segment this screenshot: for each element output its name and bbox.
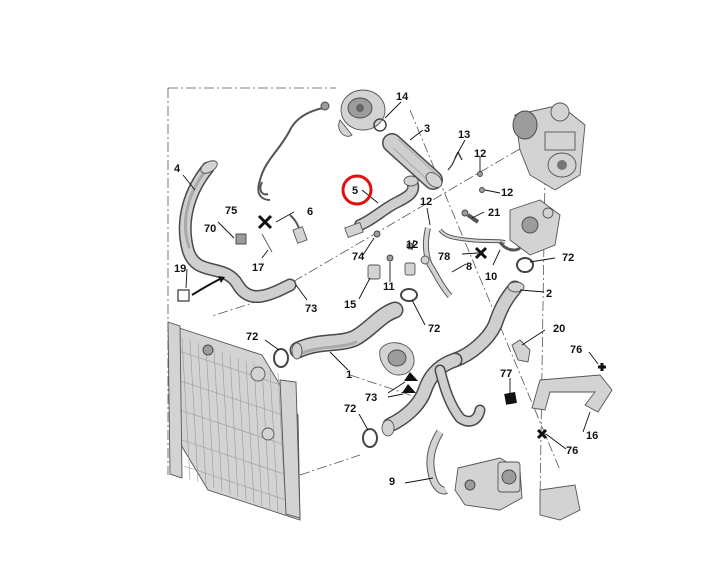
highlight-ring-part-5	[341, 174, 373, 206]
callout-1: 1	[346, 369, 352, 381]
bracket-16	[531, 374, 613, 413]
callout-5: 5	[352, 185, 358, 197]
callout-17: 17	[252, 262, 264, 274]
turbocharger-left	[338, 89, 387, 137]
pipe-9	[426, 429, 448, 495]
callout-20: 20	[553, 323, 565, 335]
callout-76-upper: 76	[570, 344, 582, 356]
callout-75: 75	[225, 205, 237, 217]
callout-9: 9	[389, 476, 395, 488]
hose-4	[178, 160, 297, 304]
callout-15: 15	[344, 299, 356, 311]
pipe-7	[420, 227, 453, 299]
callout-16: 16	[586, 430, 598, 442]
callout-77: 77	[500, 368, 512, 380]
callout-12-top: 12	[474, 148, 486, 160]
callout-72-left: 72	[246, 331, 258, 343]
callout-12-lower: 12	[406, 239, 418, 251]
callout-11: 11	[383, 281, 395, 293]
heat-exchanger-bottom	[454, 457, 581, 521]
callout-21: 21	[488, 207, 500, 219]
callout-2: 2	[546, 288, 552, 300]
hose-5	[344, 175, 420, 239]
callout-10: 10	[485, 271, 497, 283]
hose-1	[289, 301, 404, 360]
callout-72-lower: 72	[344, 403, 356, 415]
callout-labels: 14 3 13 12 12 12 21 4 5 6 75 70 17 19 73…	[174, 91, 598, 488]
radiator	[167, 321, 301, 521]
cross-markers	[257, 214, 606, 440]
turbocharger-right	[512, 102, 586, 191]
bracket-20	[511, 339, 531, 363]
callout-19: 19	[174, 263, 186, 275]
hose-assembly-73	[379, 342, 486, 437]
small-fittings	[367, 171, 485, 280]
callout-12-right: 12	[501, 187, 513, 199]
callout-72-upper: 72	[428, 323, 440, 335]
callout-12-middle: 12	[420, 196, 432, 208]
clip-13	[447, 151, 463, 171]
callout-73-upper: 73	[305, 303, 317, 315]
component-10	[498, 199, 561, 256]
callout-3: 3	[424, 123, 430, 135]
callout-74: 74	[352, 251, 365, 263]
small-pipes-21-78	[438, 209, 506, 244]
callout-14: 14	[396, 91, 409, 103]
callout-73-lower: 73	[365, 392, 377, 404]
pipe-3	[382, 133, 443, 190]
pipe-6	[257, 101, 330, 244]
triangle-markers-73	[402, 372, 418, 393]
callout-6: 6	[307, 206, 313, 218]
leader-lines	[182, 101, 599, 484]
callout-4: 4	[174, 163, 181, 175]
hose-2	[447, 280, 525, 368]
clamps-72	[273, 257, 534, 448]
callout-13: 13	[458, 129, 470, 141]
part-markers	[177, 233, 517, 405]
callout-76-lower: 76	[566, 445, 578, 457]
callout-70: 70	[204, 223, 216, 235]
callout-78: 78	[438, 251, 450, 263]
callout-8: 8	[466, 261, 472, 273]
callout-72-right: 72	[562, 252, 574, 264]
